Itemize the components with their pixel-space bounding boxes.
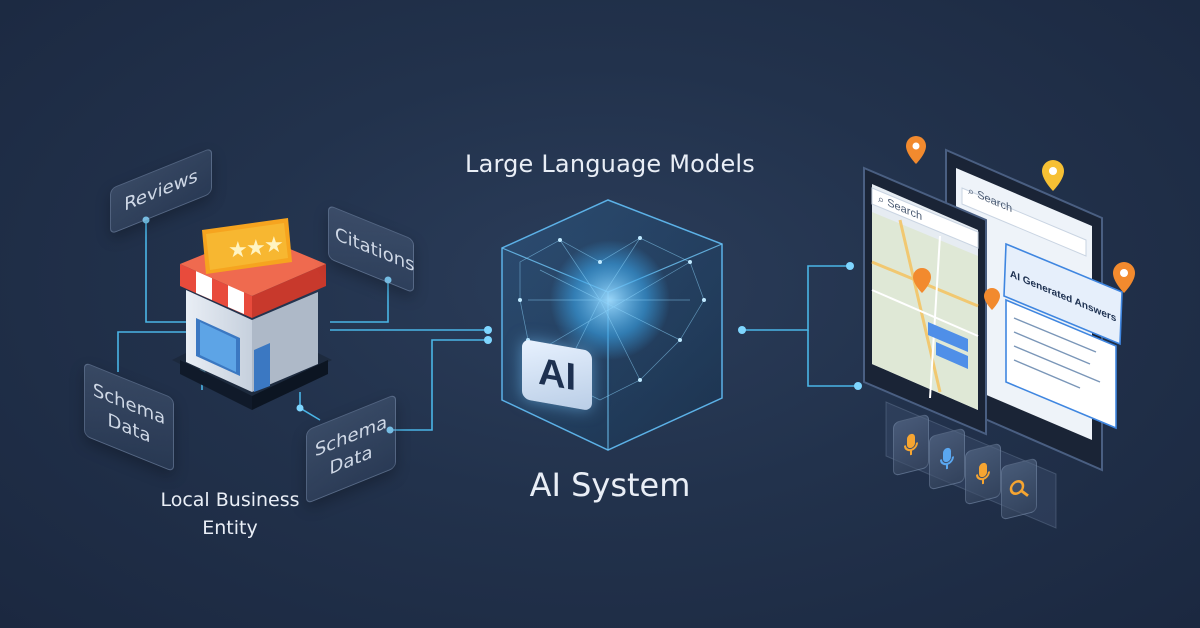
search-button[interactable] bbox=[1001, 457, 1037, 521]
search-icon bbox=[1009, 480, 1029, 497]
mic-button-2[interactable] bbox=[929, 427, 965, 491]
map-pin-icon bbox=[906, 136, 1135, 310]
ai-system-title: AI System bbox=[529, 466, 691, 504]
svg-text:★: ★ bbox=[264, 233, 284, 258]
mic-icon bbox=[940, 447, 954, 470]
mic-icon bbox=[904, 433, 918, 456]
search-icon: ⌕ bbox=[878, 192, 888, 209]
tablet-front bbox=[863, 166, 987, 436]
mic-button-3[interactable] bbox=[965, 442, 1001, 506]
local-business-entity-label: Local Business Entity bbox=[160, 489, 300, 539]
mic-button-1[interactable] bbox=[893, 413, 929, 477]
svg-text:★: ★ bbox=[246, 236, 266, 261]
svg-text:★: ★ bbox=[228, 238, 248, 263]
search-icon: ⌕ bbox=[968, 184, 978, 201]
llm-title: Large Language Models bbox=[465, 150, 755, 178]
storefront-icon: ★ ★ ★ bbox=[172, 218, 332, 410]
ai-badge: AI bbox=[522, 338, 592, 412]
mic-icon bbox=[976, 462, 990, 485]
ai-cube bbox=[501, 199, 723, 451]
